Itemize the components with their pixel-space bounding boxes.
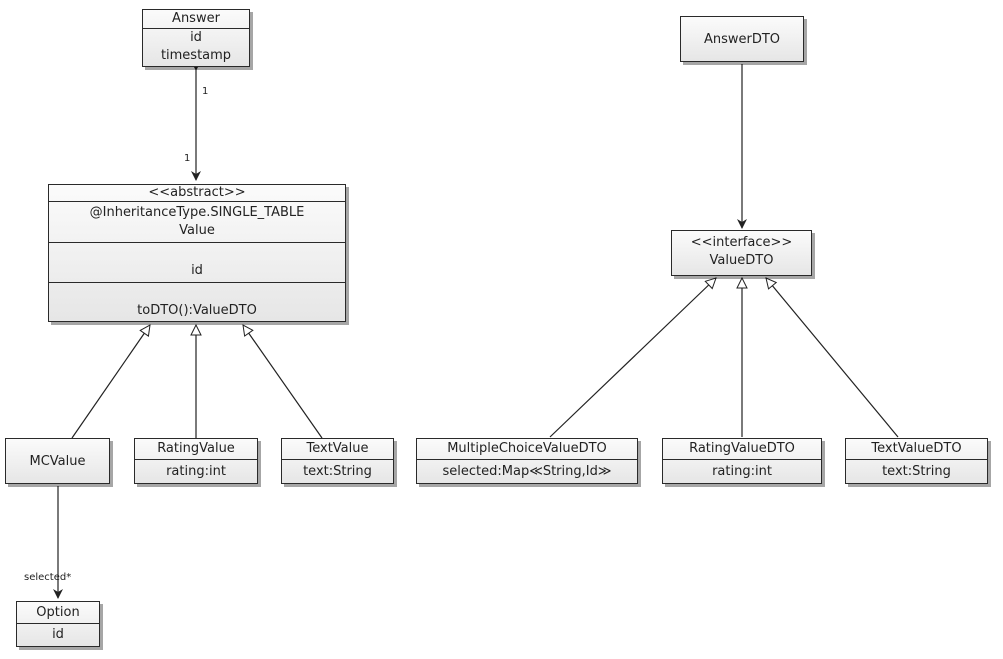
textvaluedto-implements-valuedto [766,278,899,438]
class-name: MultipleChoiceValueDTO [447,441,607,456]
attribute: id [191,263,203,278]
attribute: id [52,627,64,642]
class-name: Option [36,605,80,620]
class-valuedto[interactable]: <<interface>> ValueDTO [671,230,812,276]
class-name: MCValue [29,453,86,469]
attribute: rating:int [712,464,772,479]
class-textvalue[interactable]: TextValue text:String [281,438,394,484]
class-multiplechoicevaluedto[interactable]: MultipleChoiceValueDTO selected:Map≪Stri… [416,438,638,484]
attribute: text:String [303,464,372,479]
class-name: Value [179,223,215,238]
class-value[interactable]: <<abstract>> @InheritanceType.SINGLE_TAB… [48,184,346,322]
class-name: TextValue [306,441,369,456]
class-name: Answer [172,11,220,26]
method: toDTO():ValueDTO [137,303,257,318]
class-ratingvalue[interactable]: RatingValue rating:int [134,438,258,484]
class-textvaluedto[interactable]: TextValueDTO text:String [845,438,988,484]
attribute: timestamp [160,48,232,63]
class-name: TextValueDTO [871,441,962,456]
association-label: selected* [24,572,72,583]
multiplicity-label: 1 [202,86,209,97]
attribute: text:String [882,464,951,479]
stereotype: <<abstract>> [148,185,246,200]
class-answerdto[interactable]: AnswerDTO [680,16,804,62]
class-option[interactable]: Option id [16,601,100,647]
attribute: rating:int [166,464,226,479]
mcvalue-extends-value [71,325,150,439]
class-name: AnswerDTO [703,31,781,47]
stereotype: <<interface>> [690,235,793,250]
multiplicity-label: 1 [184,153,191,164]
mcvaluedto-implements-valuedto [549,278,716,438]
class-name: RatingValueDTO [689,441,795,456]
attribute: id [190,30,202,45]
textvalue-extends-value [243,325,323,439]
class-name: ValueDTO [709,253,774,268]
class-answer[interactable]: Answer id timestamp [142,9,250,67]
class-name: RatingValue [157,441,235,456]
attribute: selected:Map≪String,Id≫ [442,464,612,479]
annotation: @InheritanceType.SINGLE_TABLE [89,205,305,220]
class-ratingvaluedto[interactable]: RatingValueDTO rating:int [662,438,822,484]
class-mcvalue[interactable]: MCValue [5,438,110,484]
